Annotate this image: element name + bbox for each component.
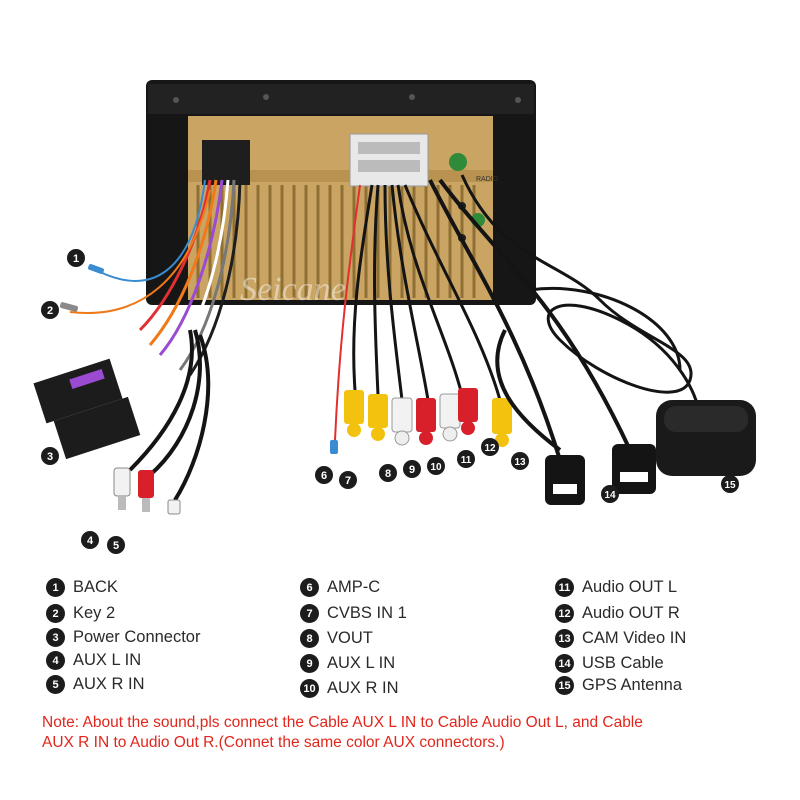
svg-text:5: 5 <box>113 540 119 552</box>
svg-text:15: 15 <box>724 480 736 491</box>
svg-text:1: 1 <box>73 253 79 265</box>
callout-10: 10 <box>427 457 445 475</box>
callout-13: 13 <box>511 452 529 470</box>
svg-text:3: 3 <box>47 451 53 463</box>
number-badge: 7 <box>300 604 319 623</box>
callout-12: 12 <box>481 438 499 456</box>
note-line-1: Note: About the sound,pls connect the Ca… <box>42 714 643 731</box>
number-badge: 15 <box>555 676 574 695</box>
radio-antenna-socket <box>449 153 467 171</box>
wire-tips <box>59 264 104 312</box>
legend-label: GPS Antenna <box>582 676 682 694</box>
callout-6: 6 <box>315 466 333 484</box>
legend-item: 4 AUX L IN <box>46 651 141 670</box>
legend-label: CAM Video IN <box>582 629 687 647</box>
callout-9: 9 <box>403 460 421 478</box>
number-badge: 9 <box>300 654 319 673</box>
note-line-2: AUX R IN to Audio Out R.(Connet the same… <box>42 734 505 751</box>
number-badge: 6 <box>300 578 319 597</box>
legend-item: 8 VOUT <box>300 629 373 648</box>
av-rca-plugs <box>344 388 512 447</box>
callout-1: 1 <box>67 249 85 267</box>
callout-14: 14 <box>601 485 619 503</box>
callout-2: 2 <box>41 301 59 319</box>
number-badge: 13 <box>555 629 574 648</box>
callout-3: 3 <box>41 447 59 465</box>
legend-item: 3 Power Connector <box>46 628 200 647</box>
legend-label: Key 2 <box>73 604 116 622</box>
legend-label: Power Connector <box>73 628 201 646</box>
callout-7: 7 <box>339 471 357 489</box>
usb-plugs <box>545 444 656 505</box>
av-cables <box>334 184 502 441</box>
radio-label: RADIO <box>476 176 499 183</box>
svg-text:14: 14 <box>604 490 616 501</box>
number-badge: 8 <box>300 629 319 648</box>
power-socket <box>202 140 250 185</box>
legend-item: 14 USB Cable <box>555 654 664 673</box>
number-badge: 1 <box>46 578 65 597</box>
svg-text:9: 9 <box>409 464 415 476</box>
legend-item: 12 Audio OUT R <box>555 604 680 623</box>
number-badge: 3 <box>46 628 65 647</box>
legend-item: 7 CVBS IN 1 <box>300 604 407 623</box>
svg-text:7: 7 <box>345 475 351 487</box>
gps-antenna-puck <box>656 400 756 476</box>
wiring-diagram: RADIO Seicane <box>33 80 756 554</box>
power-connector-block <box>33 358 141 460</box>
number-badge: 14 <box>555 654 574 673</box>
legend-item: 2 Key 2 <box>46 604 115 623</box>
aux-rca-plugs <box>113 467 181 515</box>
gps-cable <box>460 174 702 421</box>
legend-label: AUX R IN <box>73 675 145 693</box>
head-unit: RADIO Seicane <box>146 80 536 308</box>
svg-text:13: 13 <box>514 457 526 468</box>
watermark: Seicane <box>240 271 346 308</box>
svg-text:6: 6 <box>321 470 327 482</box>
callouts: 1 2 3 4 5 6 7 8 9 10 11 12 13 14 15 <box>41 249 739 554</box>
legend-item: 1 BACK <box>46 578 118 597</box>
svg-text:10: 10 <box>430 462 442 473</box>
number-badge: 11 <box>555 578 574 597</box>
callout-11: 11 <box>457 450 475 468</box>
number-badge: 5 <box>46 675 65 694</box>
legend-label: CVBS IN 1 <box>327 604 407 622</box>
legend-item: 11 Audio OUT L <box>555 578 677 597</box>
legend-label: Audio OUT R <box>582 604 680 622</box>
svg-text:2: 2 <box>47 305 53 317</box>
sound-note: Note: About the sound,pls connect the Ca… <box>42 713 772 753</box>
legend-label: AUX R IN <box>327 679 399 697</box>
wiring-illustration: RADIO Seicane <box>33 80 756 554</box>
svg-text:11: 11 <box>461 455 472 466</box>
legend-label: AUX L IN <box>327 654 396 672</box>
legend-label: Audio OUT L <box>582 578 678 596</box>
legend-label: USB Cable <box>582 654 664 672</box>
number-badge: 10 <box>300 679 319 698</box>
callout-4: 4 <box>81 531 99 549</box>
svg-text:8: 8 <box>385 468 391 480</box>
amp-c-tip <box>330 440 338 454</box>
legend-item: 15 GPS Antenna <box>555 676 682 695</box>
legend-item: 6 AMP-C <box>300 578 380 597</box>
number-badge: 4 <box>46 651 65 670</box>
svg-text:4: 4 <box>87 535 94 547</box>
svg-text:12: 12 <box>484 443 496 454</box>
aux-cable <box>128 329 211 502</box>
legend-label: VOUT <box>327 629 373 647</box>
number-badge: 2 <box>46 604 65 623</box>
legend-item: 9 AUX L IN <box>300 654 395 673</box>
legend-label: AMP-C <box>327 578 381 596</box>
legend-item: 13 CAM Video IN <box>555 629 686 648</box>
legend-item: 5 AUX R IN <box>46 675 145 694</box>
number-badge: 12 <box>555 604 574 623</box>
callout-8: 8 <box>379 464 397 482</box>
callout-5: 5 <box>107 536 125 554</box>
legend-label: BACK <box>73 578 118 596</box>
callout-15: 15 <box>721 475 739 493</box>
legend-item: 10 AUX R IN <box>300 679 399 698</box>
legend-label: AUX L IN <box>73 651 142 669</box>
